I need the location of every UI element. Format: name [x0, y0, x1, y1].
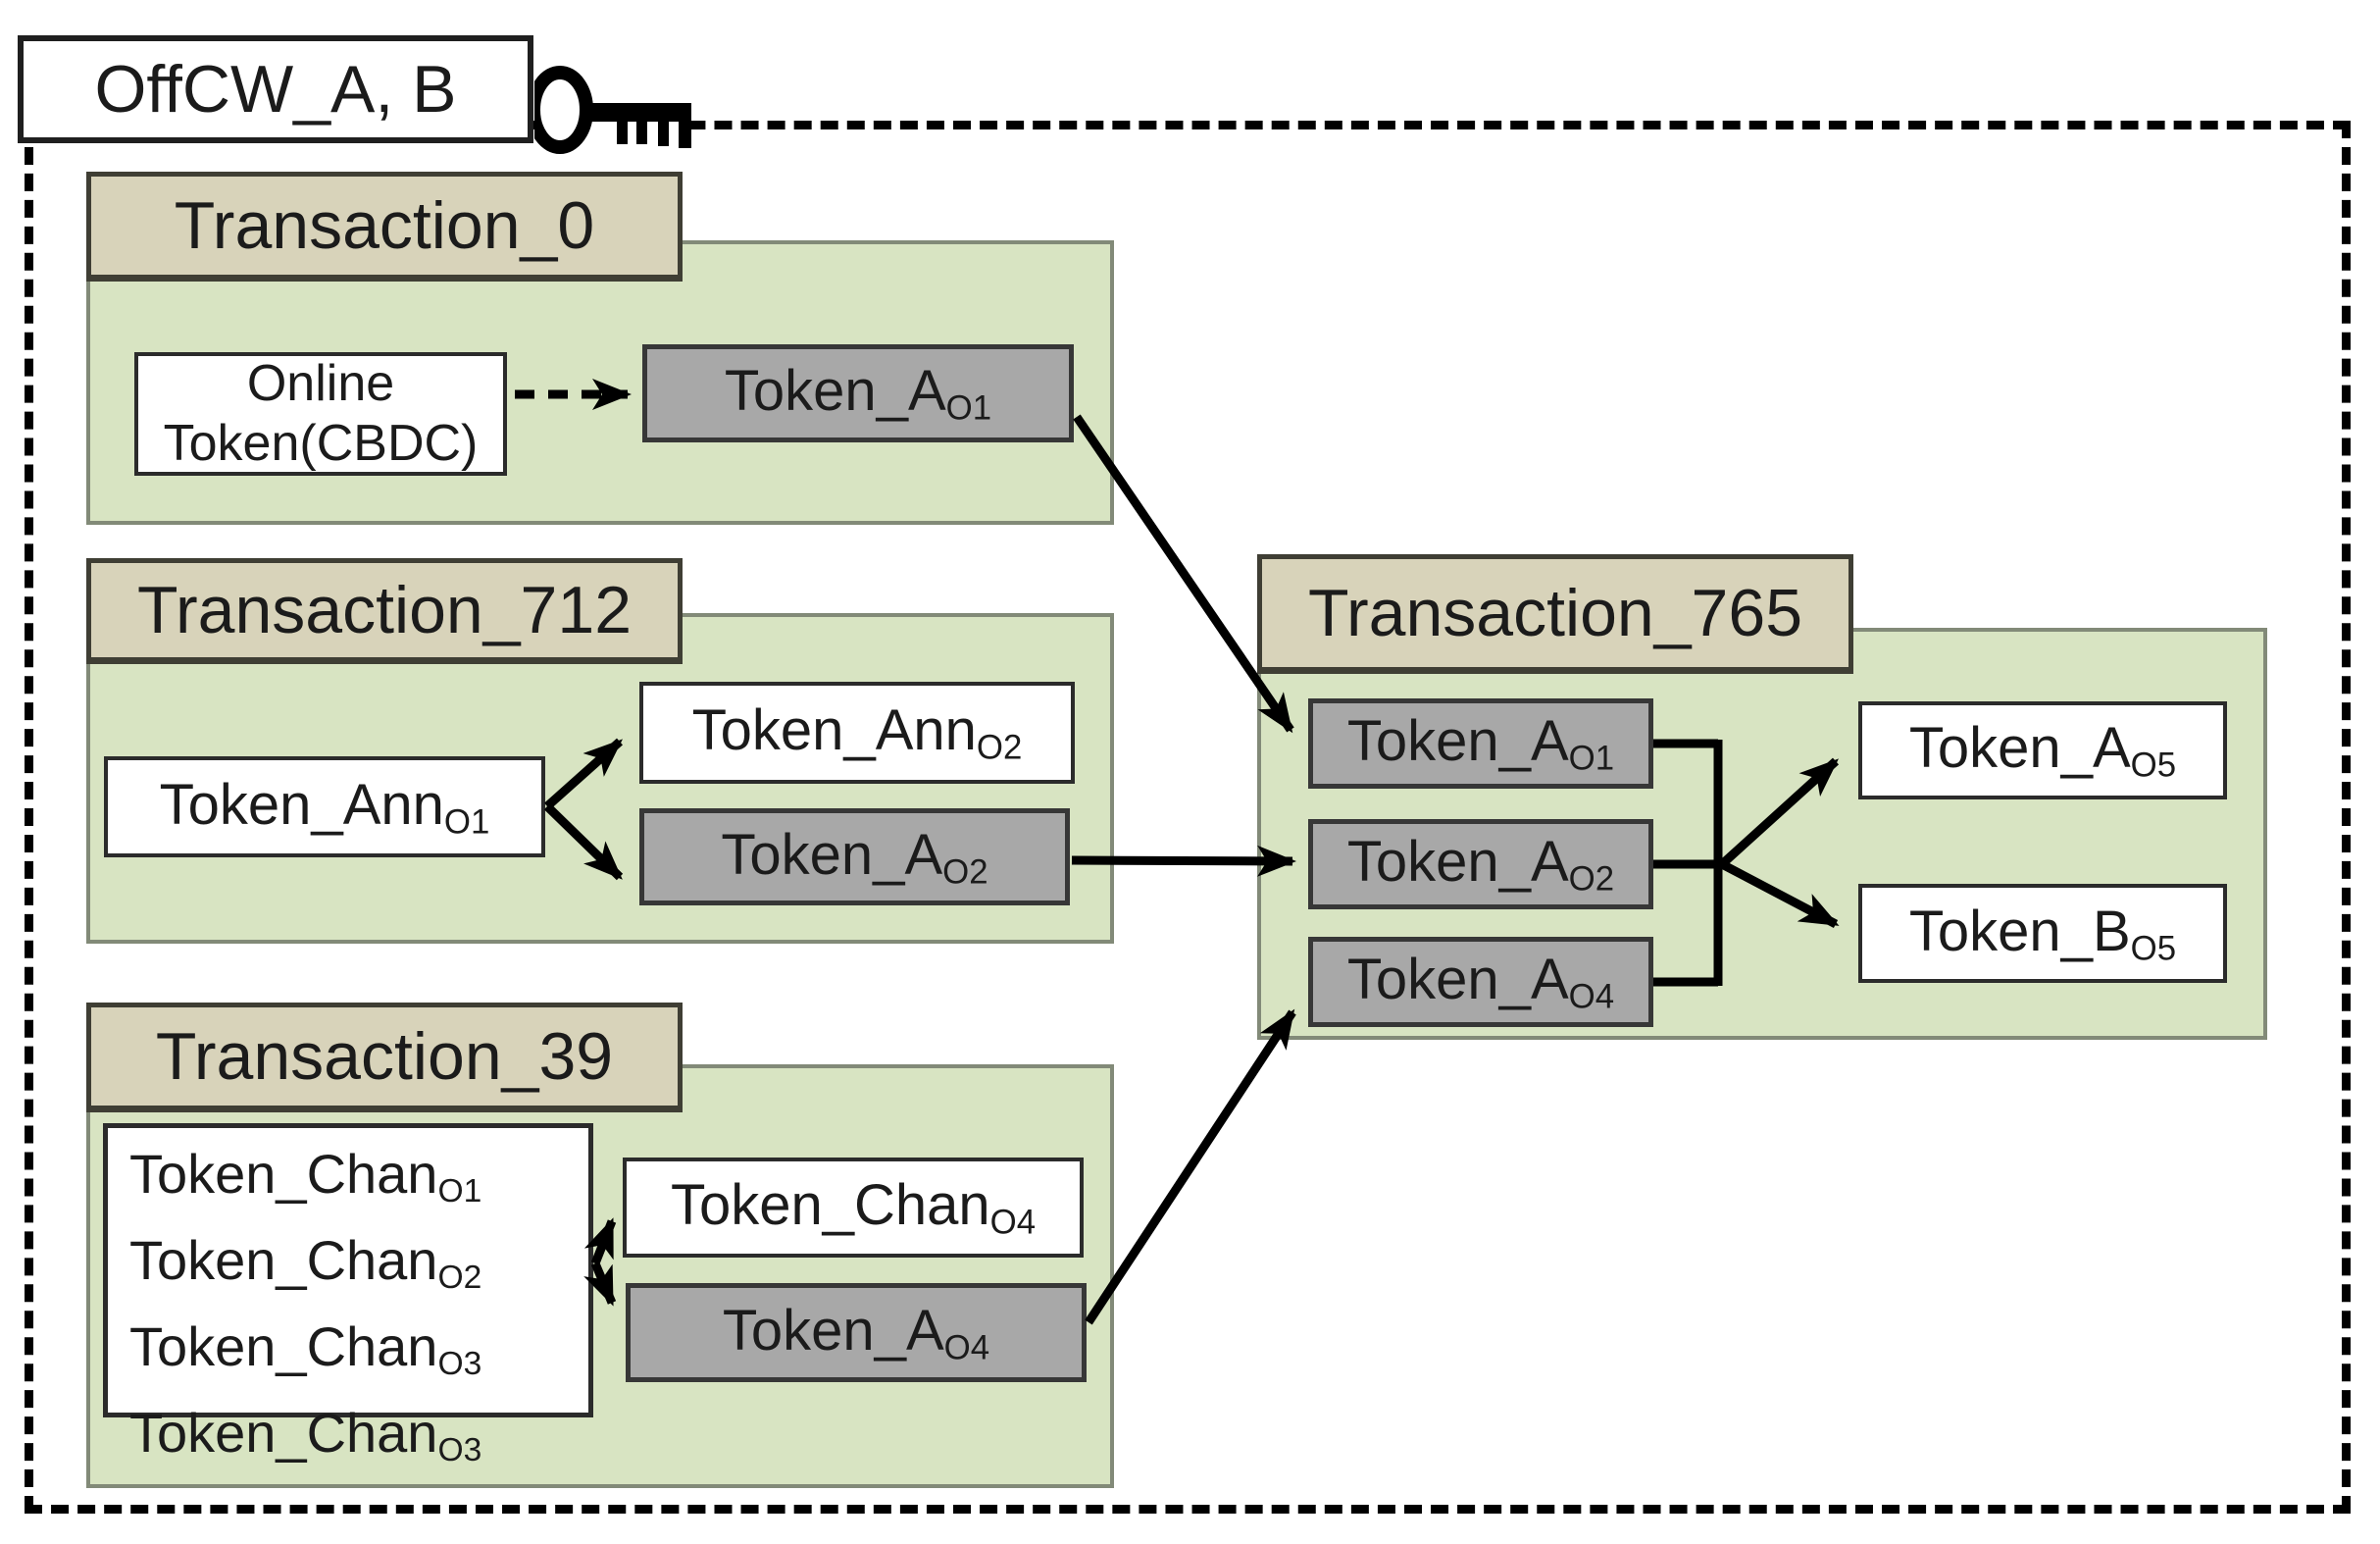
token-label: Token_AO2: [721, 822, 987, 892]
list-item: Token_ChanO3: [129, 1399, 588, 1485]
transaction-712-header: Transaction_712: [86, 558, 683, 664]
online-token-line2: Token(CBDC): [163, 415, 479, 472]
token-label: Token_AO1: [1347, 708, 1614, 778]
token-base: Token_Ann: [691, 698, 977, 763]
list-item: Token_ChanO3: [129, 1312, 588, 1399]
token-chan-input-list: Token_ChanO1 Token_ChanO2 Token_ChanO3 T…: [103, 1123, 593, 1468]
transaction-0-title: Transaction_0: [174, 188, 595, 263]
key-icon: [534, 66, 691, 154]
transaction-765-header: Transaction_765: [1257, 554, 1853, 674]
token-ann-o2-box: Token_AnnO2: [639, 682, 1075, 784]
token-sub: O3: [437, 1432, 482, 1469]
token-a-o4-box-t765: Token_AO4: [1308, 937, 1653, 1027]
token-a-o4-box-t39: Token_AO4: [626, 1283, 1087, 1382]
token-base: Token_A: [724, 359, 946, 424]
token-base: Token_Chan: [129, 1315, 438, 1378]
transaction-712-title: Transaction_712: [136, 573, 633, 647]
token-a-o1-box-t0: Token_AO1: [642, 344, 1074, 442]
wallet-label-box: OffCW_A, B: [18, 35, 533, 143]
token-base: Token_A: [1346, 948, 1569, 1012]
token-label: Token_AO4: [723, 1298, 989, 1367]
token-base: Token_Chan: [129, 1402, 438, 1465]
token-label: Token_ChanO4: [671, 1172, 1036, 1242]
token-base: Token_Chan: [670, 1173, 990, 1238]
token-base: Token_A: [1346, 830, 1569, 895]
token-sub: O3: [437, 1346, 482, 1383]
token-b-o5-box: Token_BO5: [1858, 884, 2227, 983]
token-ann-o1-box: Token_AnnO1: [104, 756, 545, 857]
token-label: Token_AnnO1: [160, 772, 490, 842]
token-sub: O2: [976, 728, 1023, 767]
token-sub: O2: [1568, 859, 1615, 899]
transaction-39-header: Transaction_39: [86, 1003, 683, 1112]
token-sub: O4: [943, 1328, 990, 1367]
transaction-0-header: Transaction_0: [86, 172, 683, 282]
token-chan-o4-box: Token_ChanO4: [623, 1158, 1084, 1258]
token-sub: O1: [437, 1173, 482, 1210]
online-token-line1: Online: [246, 354, 395, 412]
token-sub: O1: [443, 802, 490, 842]
token-sub: O1: [945, 388, 992, 428]
transaction-39-title: Transaction_39: [155, 1019, 614, 1094]
token-sub: O2: [437, 1260, 482, 1297]
token-base: Token_Ann: [159, 772, 444, 837]
token-sub: O1: [1568, 739, 1615, 778]
wallet-boundary: [25, 121, 2351, 1514]
token-sub: O5: [2130, 929, 2177, 968]
token-base: Token_A: [722, 1298, 944, 1363]
token-label: Token_AO5: [1909, 715, 2176, 785]
token-sub: O4: [1568, 977, 1615, 1016]
list-item: Token_ChanO1: [129, 1140, 588, 1226]
token-base: Token_B: [1908, 899, 2131, 963]
token-a-o1-box-t765: Token_AO1: [1308, 698, 1653, 789]
token-label: Token_BO5: [1909, 899, 2176, 968]
token-sub: O5: [2130, 746, 2177, 785]
token-base: Token_Chan: [129, 1143, 438, 1205]
token-a-o2-box-t765: Token_AO2: [1308, 819, 1653, 909]
token-label: Token_AO2: [1347, 829, 1614, 899]
token-a-o5-box: Token_AO5: [1858, 701, 2227, 799]
token-base: Token_A: [721, 822, 943, 887]
list-item: Token_ChanO2: [129, 1226, 588, 1312]
online-token-box: Online Token(CBDC): [134, 352, 507, 476]
token-base: Token_Chan: [129, 1229, 438, 1292]
token-sub: O4: [989, 1203, 1037, 1242]
wallet-label: OffCW_A, B: [94, 52, 457, 127]
token-a-o2-box-t712: Token_AO2: [639, 808, 1070, 905]
token-label: Token_AnnO2: [692, 697, 1023, 767]
token-label: Token_AO4: [1347, 947, 1614, 1016]
token-label: Token_AO1: [725, 358, 991, 428]
token-sub: O2: [942, 852, 988, 892]
token-base: Token_A: [1908, 716, 2131, 781]
token-base: Token_A: [1346, 709, 1569, 774]
transaction-765-title: Transaction_765: [1307, 576, 1803, 650]
